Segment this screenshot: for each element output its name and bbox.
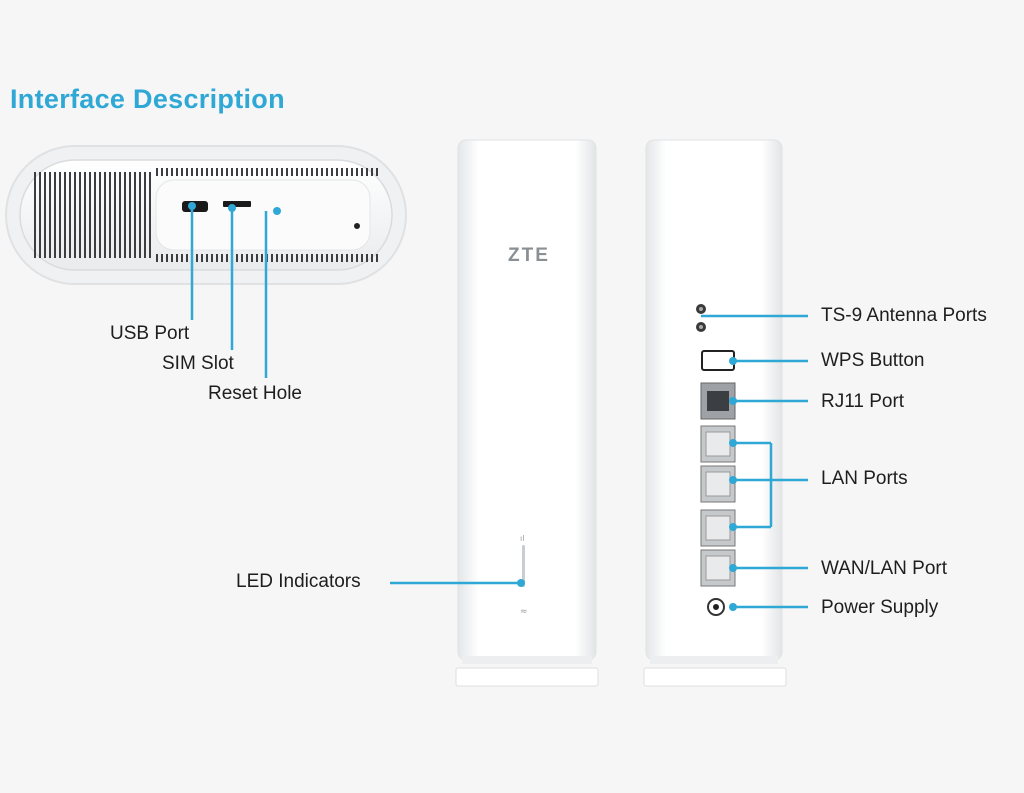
vent-grille [34,168,378,262]
sim-slot-shape [223,201,251,207]
label-rj11-port: RJ11 Port [821,391,905,412]
svg-text:ıl: ıl [520,534,524,543]
callout-lines [190,206,808,609]
label-power-supply: Power Supply [821,597,939,618]
label-sim-slot: SIM Slot [162,353,234,374]
led-bar [522,545,525,587]
label-usb-port: USB Port [110,323,190,344]
label-wan-lan-port: WAN/LAN Port [821,558,947,579]
router-front-view: ıl ≈ [455,139,599,687]
lan-port-2 [700,465,736,503]
page-title: Interface Description [10,84,285,114]
svg-text:≈: ≈ [520,607,528,617]
brand-logo: ZTE [508,245,550,266]
label-led-indicators: LED Indicators [236,571,361,592]
router-bottom-view [5,145,407,285]
callout-dots [188,202,737,611]
label-reset-hole: Reset Hole [208,383,302,404]
screw-hole [354,223,360,229]
label-wps-button: WPS Button [821,350,925,371]
label-antenna-ports: TS-9 Antenna Ports [821,305,987,326]
label-lan-ports: LAN Ports [821,468,908,489]
router-back-view [643,139,787,687]
